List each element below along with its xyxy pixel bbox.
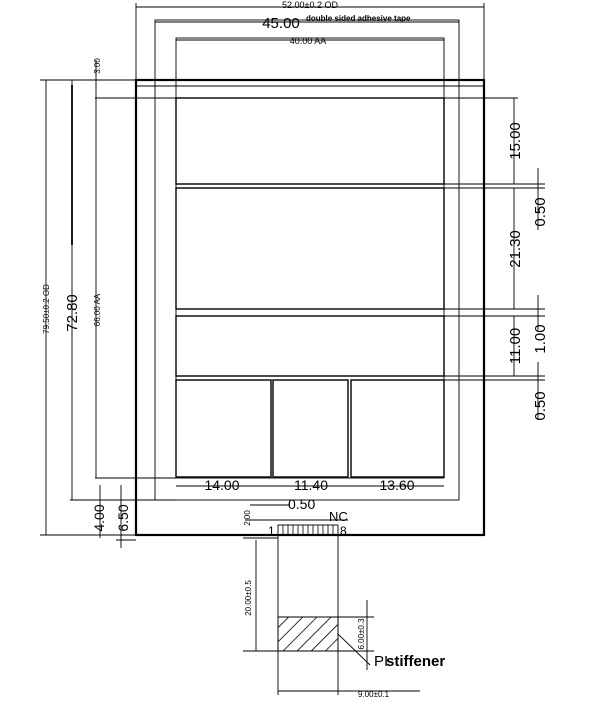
right-extension-lines bbox=[444, 97, 545, 381]
dim-6-50: 6.50 bbox=[115, 504, 131, 531]
dim-od-width: 52.00±0.2 OD bbox=[282, 0, 338, 10]
tape-label: double sided adhesive tape bbox=[306, 14, 411, 23]
stiffener-label: stiffener bbox=[386, 653, 445, 670]
right-dimension-lines bbox=[513, 98, 539, 420]
dim-21-30: 21.30 bbox=[507, 230, 524, 268]
dim-od-height: 79.50±0.2 OD bbox=[42, 284, 51, 334]
dim-aa-width: 40.00 AA bbox=[290, 36, 327, 46]
dim-overall-height: 72.80 bbox=[64, 294, 81, 332]
segment-zone-middle bbox=[175, 187, 445, 310]
module-outline bbox=[134, 78, 486, 537]
segment-areas bbox=[175, 97, 445, 478]
active-area-outline bbox=[175, 37, 445, 479]
pin-end-label: 8 bbox=[340, 524, 347, 538]
top-dimensions: 52.00±0.2 OD 45.00 double sided adhesive… bbox=[136, 0, 484, 46]
dim-fpc-width: 9.00±0.1 bbox=[358, 690, 390, 699]
dim-0-50-center: 0.50 bbox=[288, 496, 315, 512]
segment-zone-bottom-center bbox=[272, 379, 349, 478]
nc-label: NC bbox=[329, 509, 348, 524]
segment-zone-lower bbox=[175, 315, 445, 377]
fpc-dimensions: 20.00±0.5 6.00±0.3 9.00±0.1 bbox=[243, 537, 420, 699]
segment-zone-bottom-right bbox=[350, 379, 445, 478]
fpc-connector: NC 1 8 PI stiffener bbox=[268, 509, 445, 695]
dim-tape-width: 45.00 bbox=[262, 15, 300, 32]
dim-0-50-bottom: 0.50 bbox=[532, 391, 549, 420]
adhesive-tape-outline bbox=[154, 19, 460, 501]
pi-label: PI bbox=[374, 653, 388, 670]
dim-0-50-top: 0.50 bbox=[532, 197, 549, 226]
display-outline bbox=[95, 3, 486, 537]
segment-zone-bottom-left bbox=[175, 379, 272, 478]
dim-stiffener-length: 6.00±0.3 bbox=[357, 618, 366, 650]
dim-1-00: 1.00 bbox=[532, 324, 549, 353]
dim-top-offset: 3.00 bbox=[93, 58, 102, 74]
dim-11-00: 11.00 bbox=[507, 328, 524, 364]
dim-fpc-length: 20.00±0.5 bbox=[244, 580, 253, 616]
dim-aa-height: 66.00 AA bbox=[93, 293, 102, 326]
dim-15-00: 15.00 bbox=[507, 122, 524, 160]
dim-13-60: 13.60 bbox=[379, 477, 414, 493]
dim-14-00: 14.00 bbox=[204, 477, 239, 493]
pin-start-label: 1 bbox=[268, 524, 275, 538]
right-dimension-texts: 15.00 0.50 21.30 11.00 1.00 0.50 bbox=[507, 122, 549, 420]
segment-zone-top bbox=[175, 97, 445, 185]
dim-4-00: 4.00 bbox=[91, 504, 107, 531]
dim-2-00: 2.00 bbox=[243, 510, 252, 526]
left-dimensions: 3.00 79.50±0.2 OD 72.80 66.00 AA 4.00 6.… bbox=[40, 58, 176, 548]
stiffener-hatch bbox=[277, 616, 339, 652]
bottom-dimensions: 14.00 11.40 13.60 0.50 2.00 bbox=[176, 477, 444, 526]
dim-11-40: 11.40 bbox=[294, 477, 328, 493]
